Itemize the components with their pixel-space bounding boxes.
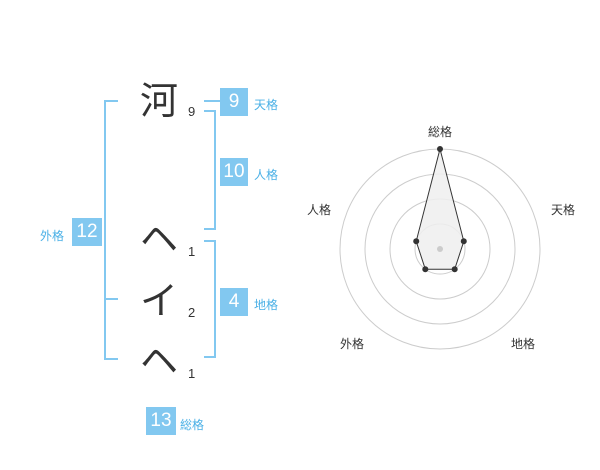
stroke-count-2: 1 [188,244,196,259]
radar-axis-label-jinkaku: 人格 [307,203,332,217]
radar-point-tenkaku [460,238,467,245]
jinkaku-bracket-bottom [204,228,216,230]
soukaku-value-badge: 13 [146,407,176,435]
gaikaku-bracket-mid [104,298,118,300]
gaikaku-bracket-bottom [104,358,118,360]
jinkaku-bracket-vertical [214,110,216,230]
radar-axis-label-chikaku: 地格 [511,337,536,351]
gaikaku-bracket-top [104,100,118,102]
name-char-4: ヘ [140,339,179,383]
stroke-count-4: 1 [188,366,196,381]
stroke-count-1: 9 [188,104,196,119]
radar-axis-label-gaikaku: 外格 [340,337,365,351]
radar-point-chikaku [451,266,458,273]
stroke-count-3: 2 [188,305,196,320]
radar-point-jinkaku [413,238,420,245]
chikaku-bracket-top [204,240,216,242]
chikaku-value-badge: 4 [220,288,248,316]
tenkaku-bracket-top [204,100,220,102]
chikaku-label: 地格 [254,298,279,312]
chikaku-bracket-vertical [214,240,216,358]
gaikaku-bracket-vertical [104,100,106,360]
radar-axis-label-tenkaku: 天格 [551,203,576,217]
tenkaku-label: 天格 [254,98,279,112]
tenkaku-value-badge: 9 [220,88,248,116]
soukaku-label: 総格 [180,418,205,432]
name-char-1: 河 [140,79,179,123]
radar-axis-label-soukaku: 総格 [428,125,453,139]
name-char-2: ヘ [140,217,179,261]
radar-center-dot [437,246,443,252]
jinkaku-label: 人格 [254,168,279,182]
jinkaku-value-badge: 10 [220,158,248,186]
jinkaku-bracket-top [204,110,216,112]
name-char-3: イ [140,279,179,323]
radar-point-soukaku [437,146,443,152]
radar-area [415,148,465,270]
gaikaku-value-badge: 12 [72,218,102,246]
gaikaku-label: 外格 [40,229,65,243]
chikaku-bracket-bottom [204,356,216,358]
radar-point-gaikaku [422,266,429,273]
